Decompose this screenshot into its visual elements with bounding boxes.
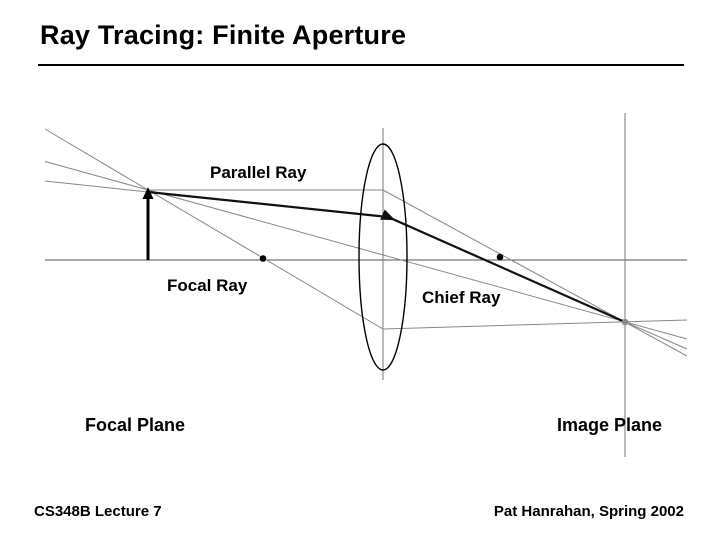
footer-author-label: Pat Hanrahan, Spring 2002 (493, 503, 684, 520)
near-focal-point-dot (259, 255, 267, 262)
chief-ray-label: Chief Ray (422, 288, 501, 307)
image-plane-label: Image Plane (557, 415, 663, 435)
focal-ray-refracted-line (382, 319, 688, 330)
object-arrowhead (142, 187, 154, 199)
slide-title: Ray Tracing: Finite Aperture (40, 20, 407, 50)
far-focal-point-dot (496, 253, 504, 261)
traced-ray-arrowhead (380, 209, 396, 221)
aperture-ray-forward-extension-line (624, 321, 688, 350)
footer-course-label: CS348B Lecture 7 (34, 503, 162, 520)
image-point-dot (621, 318, 629, 326)
parallel-ray-label: Parallel Ray (210, 163, 307, 182)
chief-ray-line (44, 161, 688, 340)
focal-ray-incoming-line (44, 128, 384, 330)
title-underline (38, 64, 684, 66)
focal-ray-label: Focal Ray (167, 276, 248, 295)
lens-ellipse (358, 143, 408, 371)
focal-plane-label: Focal Plane (85, 415, 186, 435)
aperture-ray-back-extension-line (44, 180, 149, 193)
parallel-ray-refracted-line (382, 189, 688, 357)
